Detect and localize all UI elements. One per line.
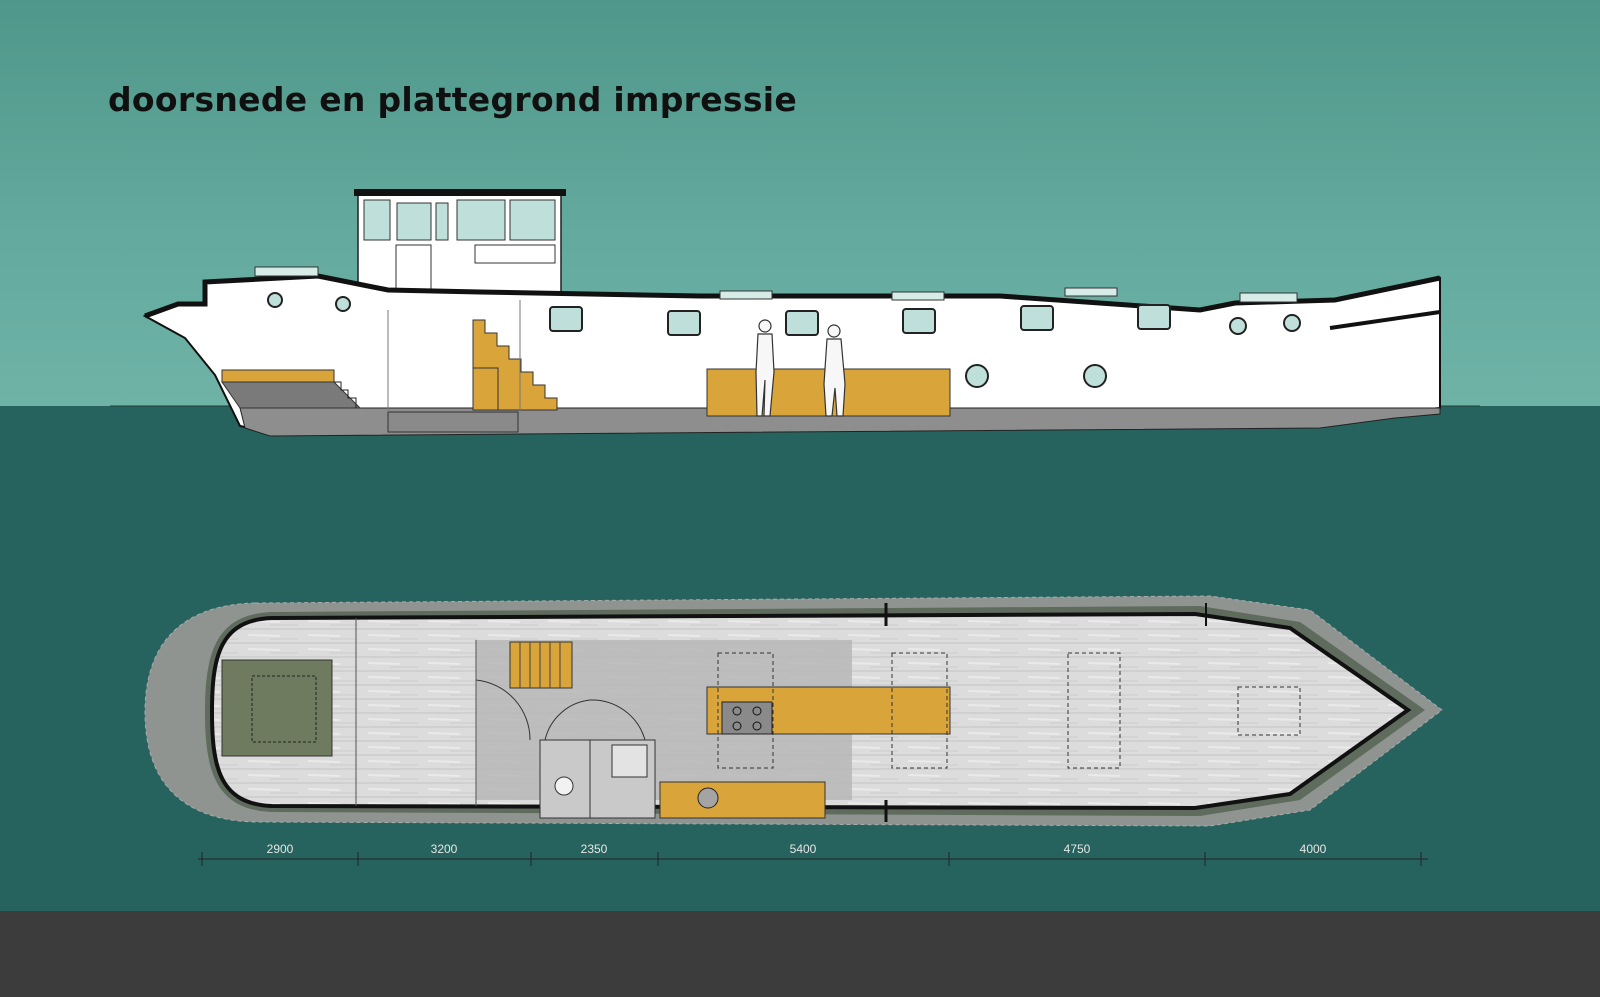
person-figure [755, 319, 775, 417]
porthole [1283, 314, 1301, 332]
wheelhouse-window [396, 202, 432, 241]
porthole [1083, 364, 1107, 388]
wheelhouse-window [435, 202, 449, 241]
dimension-label: 4000 [1300, 842, 1327, 856]
engine-room [387, 411, 519, 433]
bow-storage [221, 381, 362, 409]
page-title: doorsnede en plattegrond impressie [108, 80, 798, 119]
dimension-line: 2900 3200 2350 5400 4750 4000 [198, 842, 1428, 866]
dimension-label: 2900 [267, 842, 294, 856]
cabin-window [1020, 305, 1054, 331]
shower [611, 744, 648, 778]
door-swing [544, 699, 591, 741]
cooktop [721, 701, 773, 735]
bed [251, 675, 317, 743]
porthole [1229, 317, 1247, 335]
deck-edge [144, 273, 1441, 319]
cabin-window [667, 310, 701, 336]
wheelhouse [354, 189, 566, 306]
coffee-table [1237, 686, 1301, 736]
cabin-window [549, 306, 583, 332]
stairs-plan [509, 641, 573, 689]
dimension-label: 4750 [1064, 842, 1091, 856]
cabin-window [1137, 304, 1171, 330]
sofa [1067, 652, 1121, 769]
dimension-label: 3200 [431, 842, 458, 856]
dining-table [891, 652, 948, 769]
kitchen-counter [659, 781, 826, 819]
bow-steps [334, 381, 357, 408]
cabin-window [902, 308, 936, 334]
skylight [719, 290, 773, 300]
dimension-label: 2350 [581, 842, 608, 856]
porthole [965, 364, 989, 388]
cabin-window [785, 310, 819, 336]
porthole [267, 292, 283, 308]
skylight [1064, 287, 1118, 297]
sink [697, 787, 719, 809]
door-swing [589, 699, 646, 741]
skylight [1239, 292, 1298, 303]
wheelhouse-window [509, 199, 556, 241]
dimension-label: 5400 [790, 842, 817, 856]
bunk-bed [221, 369, 335, 383]
ground-strip [0, 911, 1600, 997]
door-swing [475, 679, 531, 741]
wheelhouse-window [363, 199, 391, 241]
toilet [554, 776, 574, 796]
section-view [110, 189, 1480, 437]
skylight [891, 291, 945, 301]
dining-table [717, 652, 774, 769]
person-figure [823, 324, 846, 417]
porthole [335, 296, 351, 312]
skylight [254, 266, 319, 277]
wheelhouse-window [456, 199, 506, 241]
hull-bottom [239, 407, 1441, 437]
plan-view [144, 595, 1443, 827]
